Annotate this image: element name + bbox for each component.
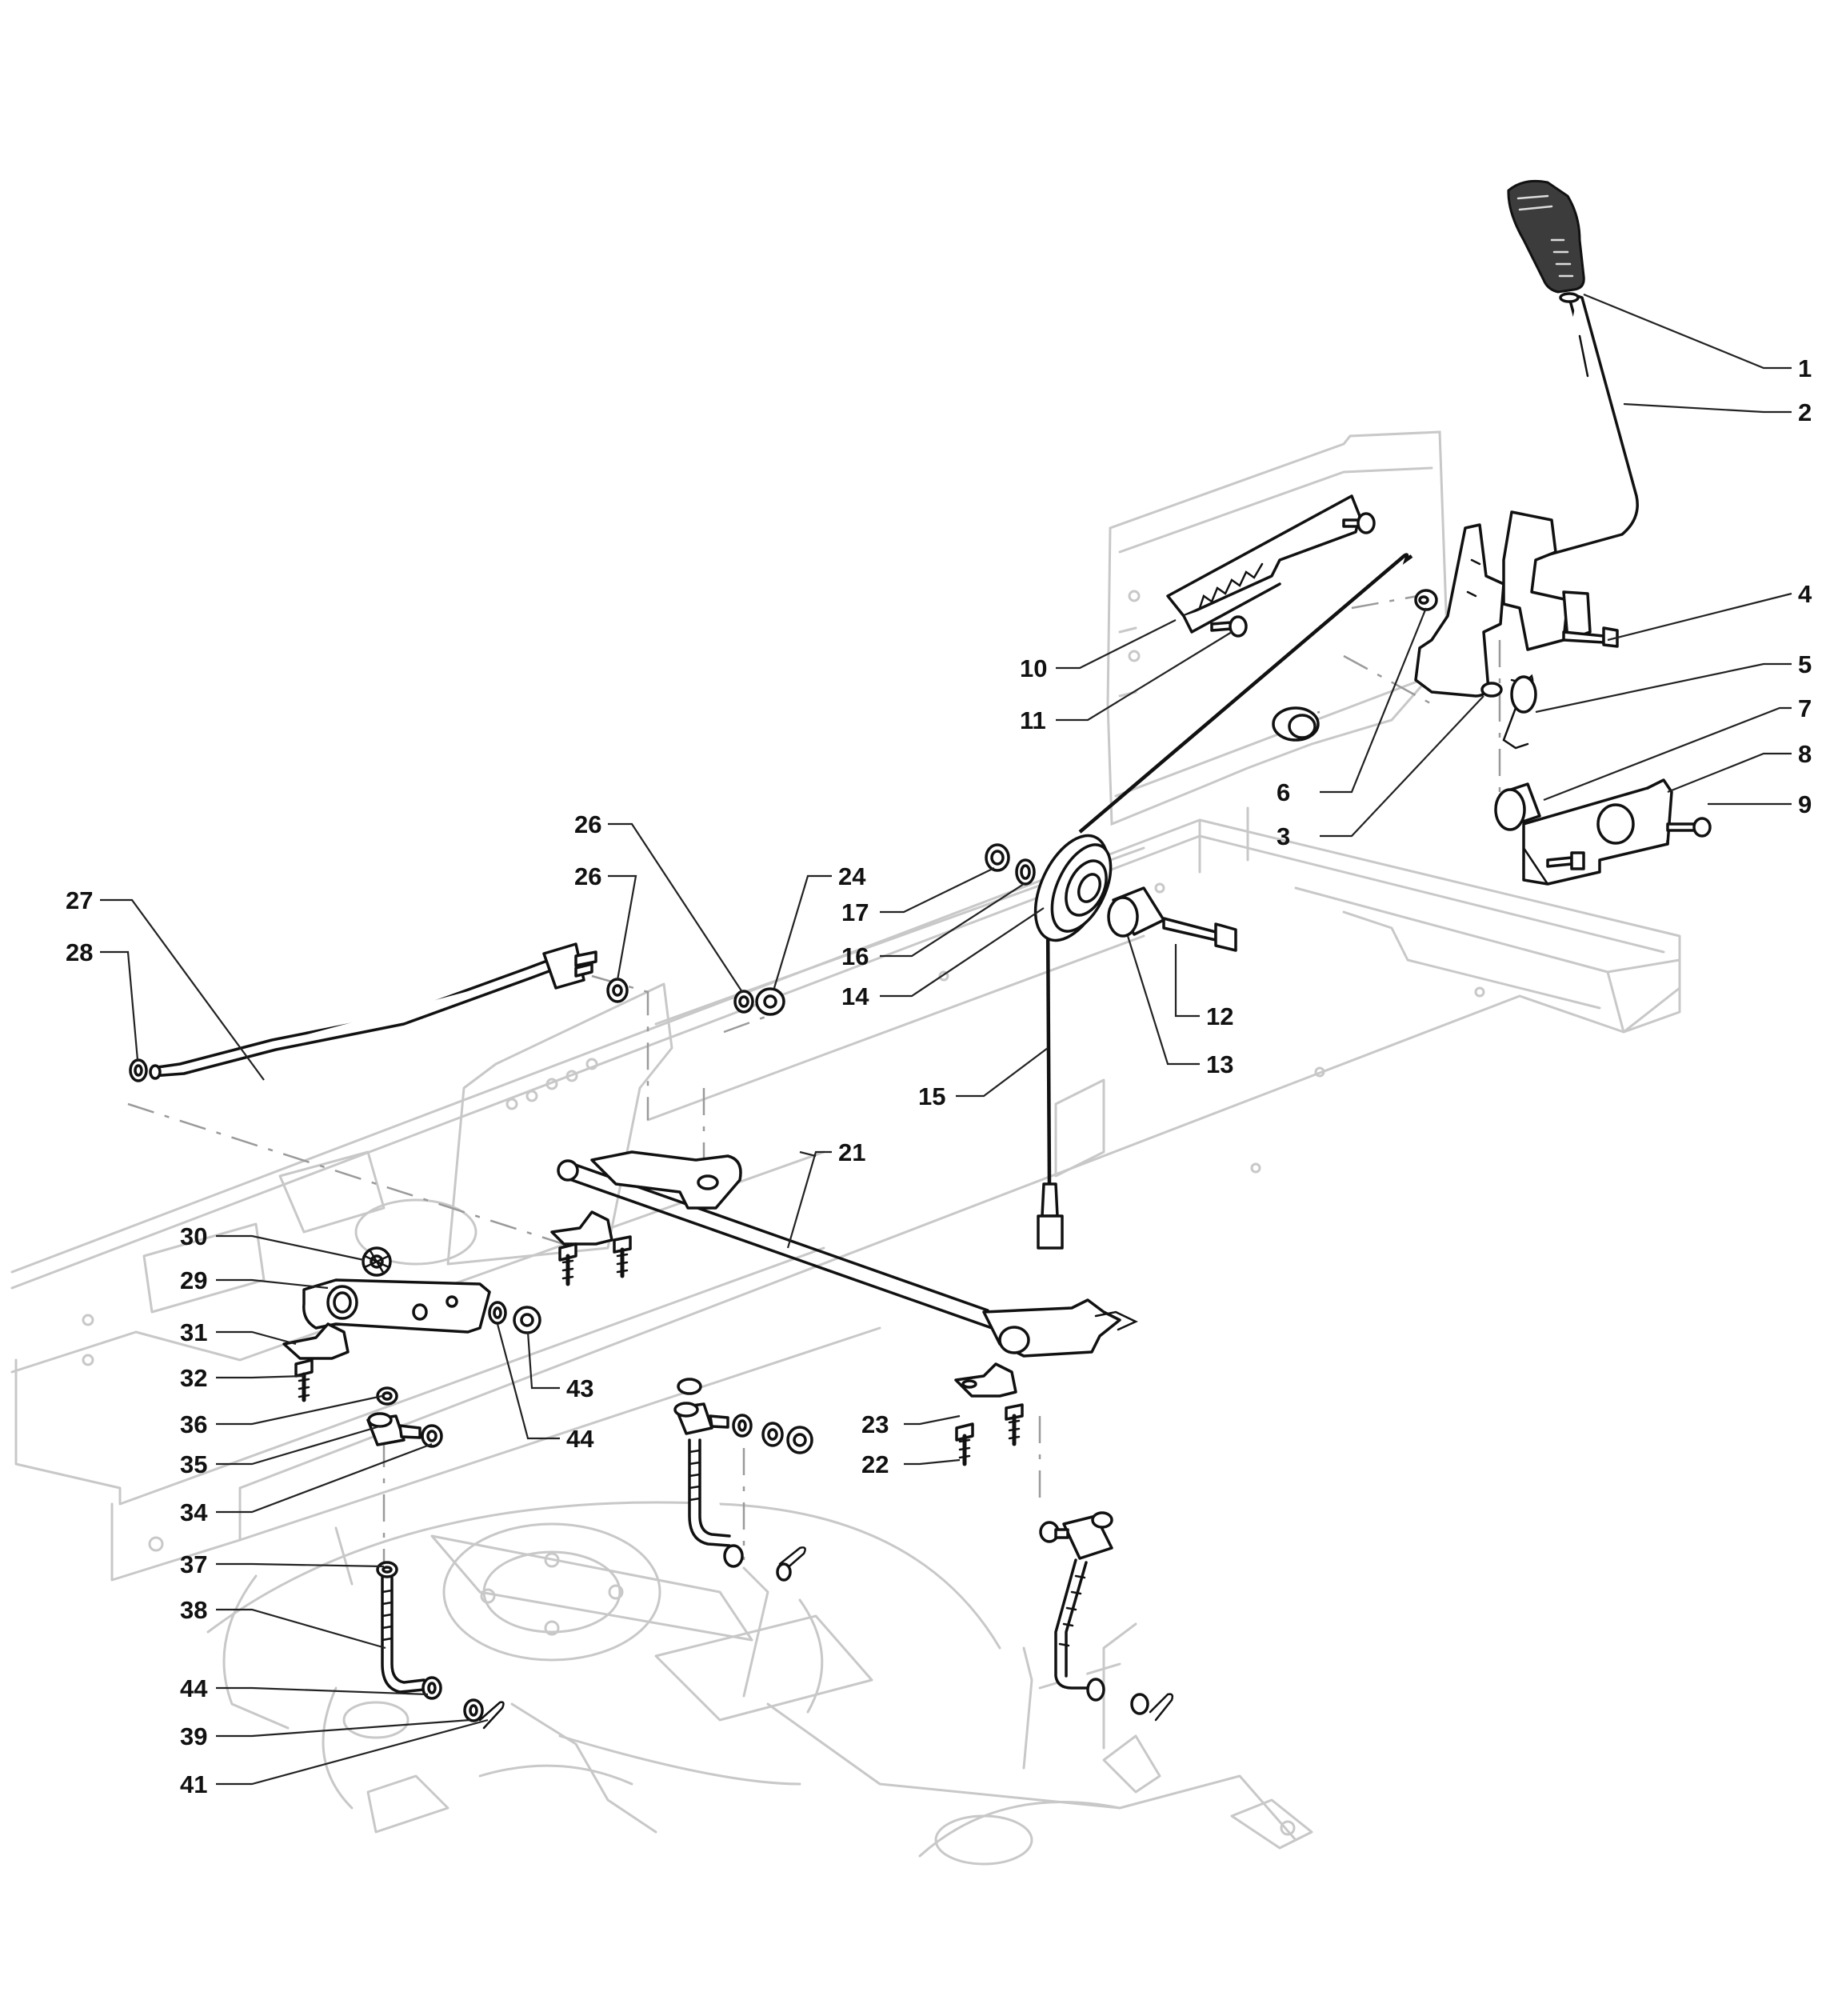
- callout-38: 38: [180, 1596, 207, 1624]
- part-swivel-35: [366, 1412, 422, 1446]
- part-nut-6: [1414, 589, 1438, 611]
- callout-44a: 44: [566, 1425, 594, 1453]
- callout-37: 37: [180, 1550, 207, 1578]
- part-bent-rod-right: [1054, 1558, 1174, 1722]
- part-link-rod-27: [149, 942, 597, 1080]
- callout-31: 31: [180, 1318, 207, 1346]
- callout-29: 29: [180, 1266, 207, 1294]
- callout-28: 28: [66, 938, 93, 966]
- part-nut-43: [513, 1306, 541, 1334]
- callout-30: 30: [180, 1222, 207, 1250]
- part-mount-bracket: [1522, 778, 1673, 886]
- part-notched-plate: [1166, 494, 1361, 634]
- callout-14: 14: [841, 982, 869, 1010]
- callout-34: 34: [180, 1498, 208, 1526]
- part-clamp-23: [954, 1362, 1017, 1398]
- callout-7: 7: [1798, 694, 1812, 722]
- part-lever-bracket: [1414, 510, 1592, 698]
- part-nut-37: [376, 1561, 398, 1578]
- part-pin-41: [478, 1701, 505, 1730]
- part-swivel-right: [1039, 1511, 1113, 1560]
- part-lever-rod: [1518, 292, 1639, 563]
- callout-16: 16: [841, 942, 869, 970]
- callout-17: 17: [841, 898, 869, 926]
- part-bolt-11: [1210, 615, 1248, 638]
- part-washer-39: [463, 1698, 484, 1722]
- callout-15: 15: [918, 1082, 945, 1110]
- part-washer-44-upper: [488, 1301, 507, 1325]
- part-screw-22a: [955, 1422, 974, 1466]
- part-nut-24: [755, 987, 785, 1016]
- callout-2: 2: [1798, 398, 1812, 426]
- callout-26b: 26: [574, 862, 601, 890]
- callout-26a: 26: [574, 810, 601, 838]
- part-bushing-17: [985, 843, 1010, 872]
- part-washer-28: [129, 1058, 148, 1082]
- part-bent-rod-38: [381, 1576, 426, 1694]
- callout-43: 43: [566, 1374, 593, 1402]
- part-screw-32: [294, 1358, 314, 1402]
- part-bolt-4: [1562, 626, 1619, 648]
- part-bushing-7: [1494, 782, 1541, 831]
- callout-labels: 1 2 3 4 5 6 7 8 9 10 11 12 13 14 15 16 1…: [66, 354, 1812, 1798]
- callout-13: 13: [1206, 1050, 1233, 1078]
- callout-32: 32: [180, 1364, 207, 1392]
- part-bolt-8b: [1546, 851, 1585, 870]
- callout-11: 11: [1020, 706, 1046, 734]
- part-handle-grip: [1507, 179, 1585, 294]
- part-washer-34: [421, 1424, 443, 1448]
- part-bushing-plate: [1272, 706, 1320, 742]
- callout-27: 27: [66, 886, 93, 914]
- callout-5: 5: [1798, 650, 1812, 678]
- callout-4: 4: [1798, 580, 1812, 608]
- part-bolt-9: [1666, 817, 1712, 838]
- part-bent-rod-center: [688, 1438, 806, 1582]
- part-bolt-12: [1162, 917, 1237, 952]
- part-clamp-mid: [550, 1210, 613, 1246]
- callout-12: 12: [1206, 1002, 1233, 1030]
- callout-9: 9: [1798, 790, 1812, 818]
- callout-10: 10: [1020, 654, 1047, 682]
- leader-lines: [100, 293, 1792, 1786]
- part-lever-arm-29: [302, 1278, 491, 1334]
- callout-1: 1: [1798, 354, 1812, 382]
- callout-3: 3: [1277, 822, 1290, 850]
- callout-36: 36: [180, 1410, 207, 1438]
- part-washer-44-lower: [422, 1676, 442, 1700]
- callout-22: 22: [861, 1450, 889, 1478]
- callout-41: 41: [180, 1770, 207, 1798]
- part-washer-16: [1015, 858, 1036, 886]
- part-screw-mid-b: [613, 1235, 632, 1278]
- callout-21: 21: [838, 1138, 865, 1166]
- part-spring: [1502, 674, 1537, 750]
- part-bolt-plate-upper: [1342, 512, 1376, 534]
- part-cross-shaft-21: [557, 1150, 1138, 1358]
- part-cable: [1037, 553, 1413, 1250]
- part-screw-22b: [1005, 1403, 1024, 1446]
- callout-39: 39: [180, 1722, 207, 1750]
- part-star-washer-30: [362, 1246, 392, 1277]
- part-swivel-center: [673, 1378, 813, 1454]
- part-clamp-31: [282, 1322, 350, 1360]
- part-spacer-13: [1107, 886, 1165, 938]
- callout-8: 8: [1798, 740, 1812, 768]
- callout-23: 23: [861, 1410, 889, 1438]
- callout-6: 6: [1277, 778, 1290, 806]
- part-washer-26-rod: [606, 978, 629, 1003]
- part-screw-mid-a: [558, 1242, 577, 1286]
- callout-44b: 44: [180, 1674, 208, 1702]
- part-nut-36: [376, 1386, 398, 1406]
- parts: [129, 179, 1712, 1730]
- callout-35: 35: [180, 1450, 207, 1478]
- part-washer-26-mid: [733, 990, 754, 1014]
- callout-24: 24: [838, 862, 866, 890]
- part-pulley: [1033, 834, 1113, 942]
